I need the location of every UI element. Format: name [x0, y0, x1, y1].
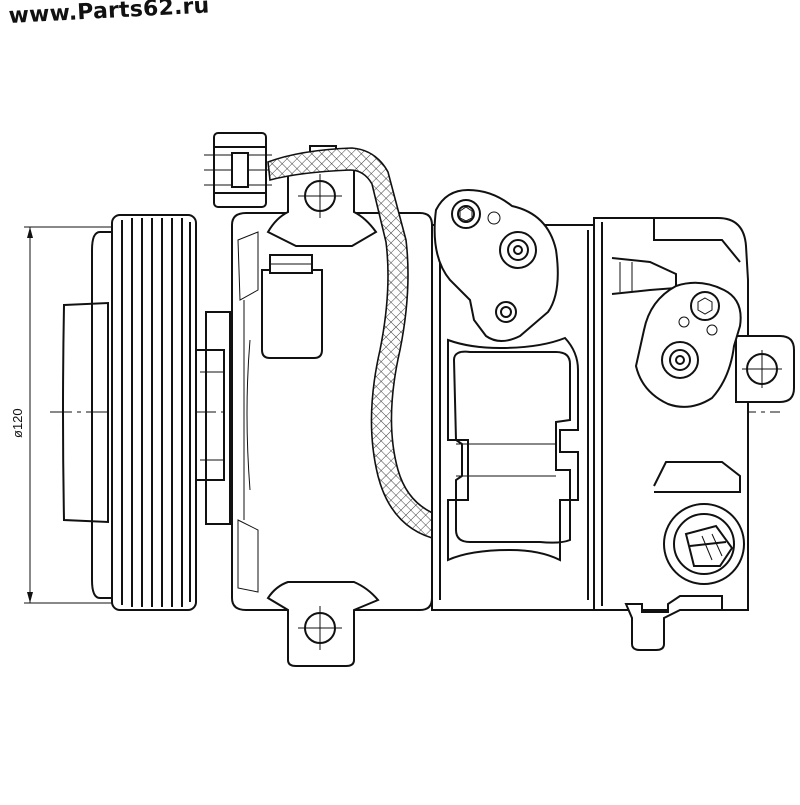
dimension-annotation: ø120: [10, 226, 118, 604]
clutch-hub: [62, 231, 113, 599]
bottom-mounting-ear: [266, 581, 380, 667]
shaft-bearing: [195, 311, 231, 525]
port-flange-center: [433, 188, 559, 342]
pressure-sensor: [663, 503, 745, 585]
rear-mounting-ear: [735, 335, 795, 403]
electrical-connector: [204, 132, 272, 208]
dimension-label: ø120: [10, 408, 25, 438]
port-flange-rear: [634, 281, 742, 408]
drain-boss: [624, 595, 723, 651]
pulley: [111, 214, 197, 611]
control-valve-boss: [261, 254, 323, 359]
